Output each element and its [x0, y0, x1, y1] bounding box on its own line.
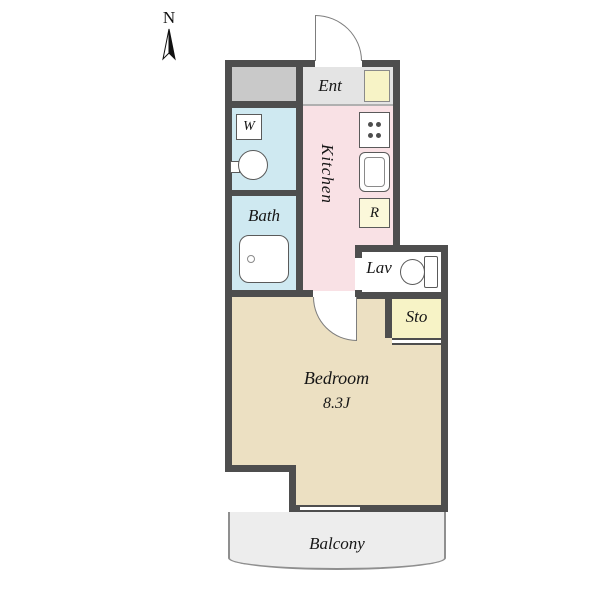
stove-icon [359, 112, 390, 148]
toilet-tank-icon [424, 256, 438, 288]
compass-label: N [162, 8, 176, 27]
balcony-window [300, 505, 360, 512]
wall [225, 190, 303, 196]
wall [289, 505, 300, 512]
shoe-cabinet [364, 70, 390, 102]
wall [362, 60, 400, 67]
entrance-door-arc [315, 15, 362, 61]
balcony-label: Balcony [309, 534, 365, 553]
sink-icon [359, 152, 390, 192]
washer-label: W [243, 119, 255, 134]
fridge-label: R [369, 204, 380, 221]
storage-floor [392, 299, 441, 338]
exterior-notch [225, 472, 289, 512]
bathtub-icon [239, 235, 289, 283]
wall [385, 292, 392, 338]
wall [393, 60, 400, 252]
north-arrow-icon [162, 28, 176, 61]
closet-door [392, 338, 441, 345]
wall [360, 505, 448, 512]
entrance-step [303, 104, 393, 106]
ent-label: Ent [318, 76, 342, 95]
wall [296, 60, 303, 297]
utility-block [232, 67, 296, 101]
wall [225, 101, 303, 108]
toilet-bowl-icon [400, 259, 425, 285]
wall [441, 245, 448, 512]
bath-label: Bath [247, 206, 281, 225]
wall [355, 292, 448, 299]
bedroom-size-label: 8.3J [322, 395, 351, 412]
bathtub-drain-icon [247, 255, 255, 263]
wall [225, 60, 315, 67]
wall [225, 290, 313, 297]
kitchen-label: Kitchen [318, 143, 337, 204]
balcony [228, 512, 446, 570]
wall [355, 245, 448, 252]
washbasin-icon [238, 150, 268, 180]
wall [355, 252, 362, 258]
kitchen-floor-lower [303, 245, 355, 291]
washing-machine-space: W [236, 114, 262, 140]
compass: N [150, 8, 188, 67]
sink-basin-icon [364, 157, 385, 187]
wall [289, 465, 296, 512]
sto-label: Sto [405, 307, 428, 326]
wall [225, 465, 296, 472]
wall [225, 60, 232, 472]
lav-label: Lav [366, 258, 392, 277]
stove-burners-icon [360, 113, 389, 147]
bedroom-label: Bedroom [303, 368, 370, 388]
refrigerator-space: R [359, 198, 390, 228]
